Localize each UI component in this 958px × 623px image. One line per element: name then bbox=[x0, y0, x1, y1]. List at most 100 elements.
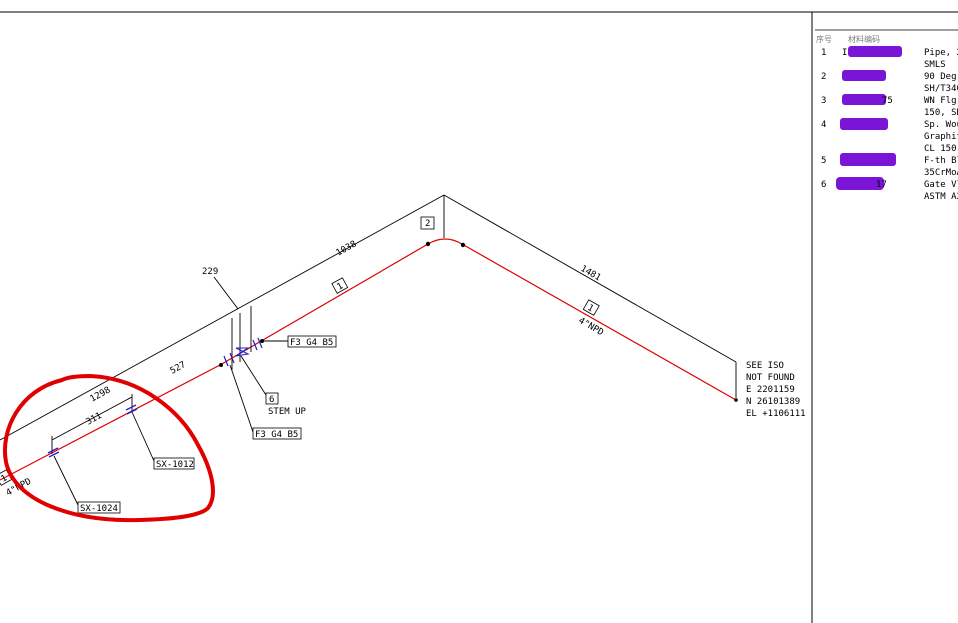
continuation-note: SEE ISO NOT FOUND E 2201159 N 26101389 E… bbox=[746, 361, 806, 419]
dimension-line bbox=[443, 194, 737, 363]
dimension-text: 1298 bbox=[89, 385, 113, 404]
bom-seq: 2 bbox=[821, 72, 826, 82]
dimension-text: 1038 bbox=[335, 239, 359, 258]
bom-desc-line1: Pipe, 2 bbox=[924, 48, 958, 58]
support-mark bbox=[48, 451, 60, 458]
note-line: EL +1106111 bbox=[746, 409, 806, 419]
elbow-tangent-point bbox=[425, 241, 431, 247]
tag-number: 1 bbox=[335, 281, 345, 292]
bom-desc-line1: Sp. Wou bbox=[924, 120, 958, 130]
leader-line bbox=[229, 364, 254, 433]
valve-note: STEM UP bbox=[268, 407, 307, 417]
redaction-mark bbox=[836, 177, 884, 190]
callout-text: F3 G4 B5 bbox=[290, 338, 333, 348]
tag-number: 1 bbox=[0, 473, 9, 484]
callout-box bbox=[153, 457, 195, 470]
bom-desc-line1: 90 Deg bbox=[924, 72, 957, 82]
tag-number: 6 bbox=[269, 395, 274, 405]
callout-box bbox=[77, 501, 121, 514]
support-mark bbox=[125, 404, 137, 411]
highlight-annotation bbox=[3, 373, 215, 523]
bom-row: 4 Sp. Wou Graphit CL 150, bbox=[821, 118, 958, 154]
bom-table: 序号 材料编码 1 I Pipe, 2 SMLS 2 90 Deg SH/T34… bbox=[815, 29, 958, 202]
item-tag-elbow: 2 bbox=[420, 216, 435, 230]
pipe-centerline bbox=[0, 238, 737, 481]
note-line: NOT FOUND bbox=[746, 373, 795, 383]
bom-desc-line2: SMLS bbox=[924, 60, 946, 70]
callout-box bbox=[287, 335, 337, 348]
flange-callout-upper: F3 G4 B5 bbox=[287, 335, 337, 348]
flange-mark bbox=[252, 339, 258, 351]
pipe-route bbox=[0, 238, 737, 481]
bom-desc-line2: SH/T340 bbox=[924, 84, 958, 94]
valve-symbol bbox=[235, 347, 250, 357]
tag-number: 2 bbox=[425, 219, 430, 229]
dimension-line bbox=[0, 194, 445, 441]
dimension-line bbox=[51, 396, 133, 441]
bom-code: I bbox=[842, 48, 847, 58]
bom-row: 2 90 Deg SH/T340 bbox=[821, 70, 958, 94]
redaction-mark bbox=[842, 70, 886, 81]
note-line: N 26101389 bbox=[746, 397, 800, 407]
gate-valve bbox=[223, 337, 263, 367]
support-mark bbox=[126, 408, 138, 415]
elbow-tangent-point bbox=[460, 242, 466, 248]
bom-desc-line2: 35CrMoA bbox=[924, 168, 958, 178]
redaction-mark bbox=[840, 153, 896, 166]
flange-mark bbox=[223, 355, 229, 367]
bom-row: 1 I Pipe, 2 SMLS bbox=[821, 46, 958, 70]
bom-desc-line2: Graphit bbox=[924, 132, 958, 142]
bom-header-seq: 序号 bbox=[816, 34, 832, 44]
note-line: E 2201159 bbox=[746, 385, 795, 395]
support-callout-1024: SX-1024 bbox=[77, 501, 121, 514]
bom-desc-line1: F-th Bl bbox=[924, 156, 958, 166]
bom-code: 17 bbox=[876, 180, 887, 190]
flange-callout-lower: F3 G4 B5 bbox=[252, 427, 302, 440]
flange-mark bbox=[257, 337, 263, 349]
dimension-text: 229 bbox=[202, 267, 218, 277]
dimension-text: 1481 bbox=[579, 264, 603, 284]
pipe-support bbox=[125, 404, 138, 415]
leader-line bbox=[240, 355, 267, 396]
callout-text: SX-1024 bbox=[80, 504, 118, 514]
pipe-size-label: 4"NPD bbox=[577, 316, 605, 338]
pipe-end-point bbox=[734, 398, 738, 402]
bom-header-code: 材料编码 bbox=[848, 34, 880, 44]
bom-desc-line2: ASTM A2 bbox=[924, 192, 958, 202]
bom-desc-line1: WN Flg. bbox=[924, 96, 958, 106]
leader-line bbox=[131, 411, 155, 462]
callout-text: F3 G4 B5 bbox=[255, 430, 298, 440]
bom-desc-line1: Gate Vl bbox=[924, 180, 958, 190]
support-callout-1012: SX-1012 bbox=[153, 457, 195, 470]
redaction-mark bbox=[840, 118, 888, 130]
tag-box bbox=[582, 299, 600, 316]
dimension-upper bbox=[0, 194, 737, 441]
bom-row: 6 17 Gate Vl ASTM A2 bbox=[821, 177, 958, 202]
redaction-mark bbox=[842, 94, 886, 105]
bom-seq: 6 bbox=[821, 180, 826, 190]
tag-box bbox=[331, 277, 349, 294]
tag-box bbox=[265, 392, 279, 405]
bom-desc-line3: CL 150, bbox=[924, 144, 958, 154]
bom-seq: 3 bbox=[821, 96, 826, 106]
leader-line bbox=[53, 455, 79, 506]
flange-weld-point bbox=[219, 363, 223, 367]
bom-seq: 5 bbox=[821, 156, 826, 166]
bom-desc-line2: 150, SH bbox=[924, 108, 958, 118]
callout-text: SX-1012 bbox=[156, 460, 194, 470]
bom-row: 5 F-th Bl 35CrMoA bbox=[821, 153, 958, 178]
pipe-support bbox=[47, 447, 60, 458]
redaction-mark bbox=[848, 46, 902, 57]
valve-callout: 6 STEM UP bbox=[265, 392, 307, 417]
bom-seq: 4 bbox=[821, 120, 826, 130]
item-tag-right-pipe: 1 bbox=[582, 299, 600, 316]
flange-mark bbox=[229, 352, 235, 364]
leader-line bbox=[213, 276, 239, 310]
dimension-text: 527 bbox=[169, 360, 188, 377]
bom-code: 75 bbox=[882, 96, 893, 106]
support-mark bbox=[47, 447, 59, 454]
tag-box bbox=[420, 216, 435, 230]
note-line: SEE ISO bbox=[746, 361, 784, 371]
callout-box bbox=[252, 427, 302, 440]
